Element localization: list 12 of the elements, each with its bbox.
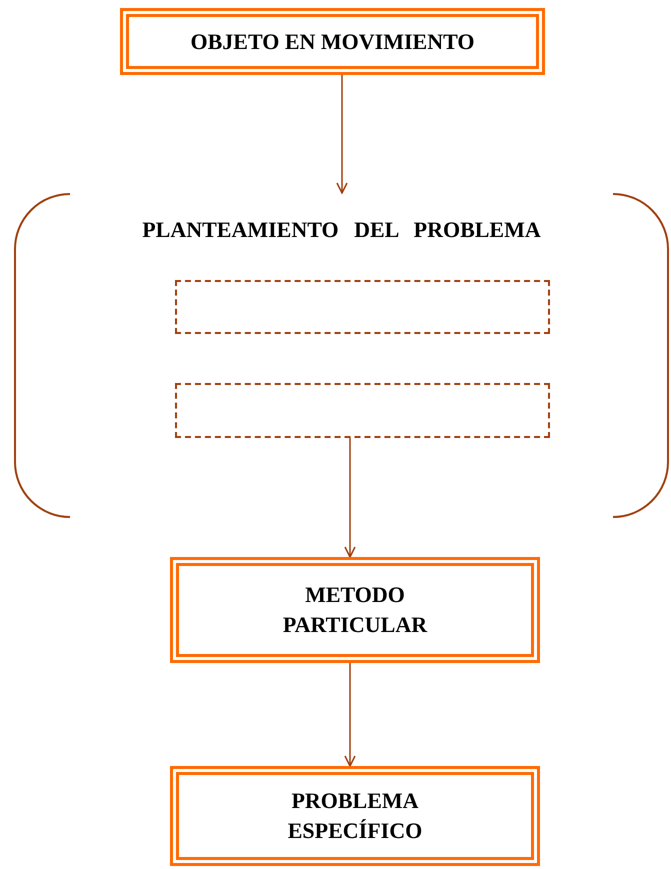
node-label: PROBLEMA ESPECÍFICO: [286, 787, 424, 845]
process-box: [170, 766, 540, 866]
node-label: PLANTEAMIENTO DEL PROBLEMA: [141, 216, 542, 244]
arrow: [344, 663, 356, 767]
node-label: METODO PARTICULAR: [282, 581, 428, 639]
arrow: [344, 438, 356, 558]
dashed-box: [175, 280, 550, 334]
dashed-box: [175, 383, 550, 438]
node-label: OBJETO EN MOVIMIENTO: [190, 28, 474, 56]
process-box: [170, 557, 540, 663]
arrow: [336, 75, 348, 194]
process-box: [120, 8, 545, 75]
